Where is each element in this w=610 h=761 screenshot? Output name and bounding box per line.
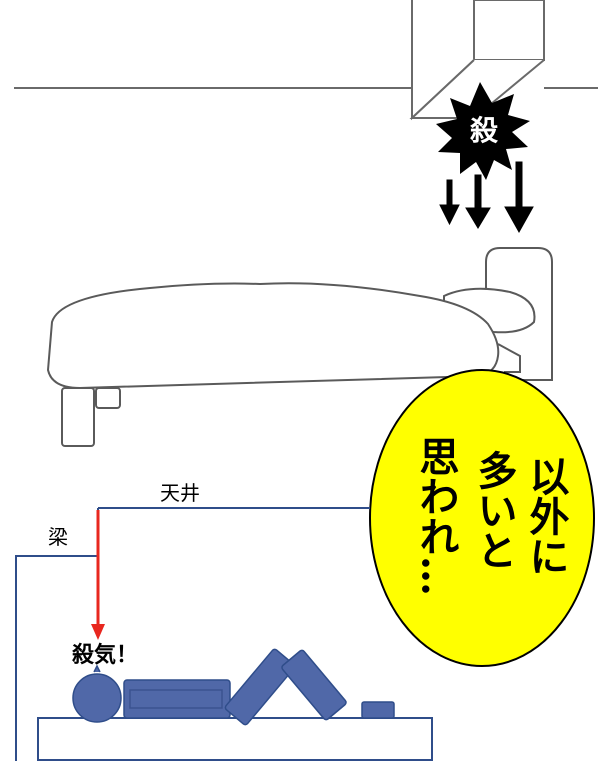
down-arrow-icon bbox=[439, 179, 460, 226]
kill-burst-icon: 殺 bbox=[436, 82, 530, 180]
speech-bubble: 以外に 多いと 思われ… bbox=[369, 369, 595, 667]
bed-leg bbox=[95, 387, 121, 409]
speech-line-3: 思われ… bbox=[413, 436, 460, 596]
down-arrows bbox=[439, 161, 534, 234]
speech-bubble-text: 以外に 多いと 思われ… bbox=[413, 436, 570, 596]
bed-leg bbox=[61, 387, 95, 447]
figure-shin bbox=[281, 649, 347, 721]
bed bbox=[46, 247, 553, 447]
bed-base bbox=[37, 717, 433, 761]
figure-head bbox=[72, 673, 122, 723]
figure-foot bbox=[361, 701, 395, 719]
down-arrow-icon bbox=[465, 174, 491, 229]
speech-bubble-shape bbox=[369, 369, 595, 667]
burst-text: 殺 bbox=[470, 114, 499, 147]
figure-torso bbox=[123, 679, 231, 719]
killing-intent-label: 殺気！ bbox=[72, 642, 138, 668]
figure-thigh bbox=[224, 648, 296, 726]
beam-label: 梁 bbox=[48, 525, 68, 549]
killing-intent-arrow-icon bbox=[91, 510, 105, 640]
speech-line-2: 多いと bbox=[471, 450, 518, 570]
ceiling-label: 天井 bbox=[160, 481, 200, 505]
bed-cover bbox=[46, 282, 500, 390]
room-scene: 殺 bbox=[14, 0, 598, 447]
cross-section-diagram: 天井 梁 殺気！ bbox=[15, 481, 433, 761]
down-arrow-icon bbox=[504, 161, 534, 234]
sleeping-figure bbox=[72, 648, 395, 726]
speech-line-1: 以外に bbox=[523, 456, 570, 576]
